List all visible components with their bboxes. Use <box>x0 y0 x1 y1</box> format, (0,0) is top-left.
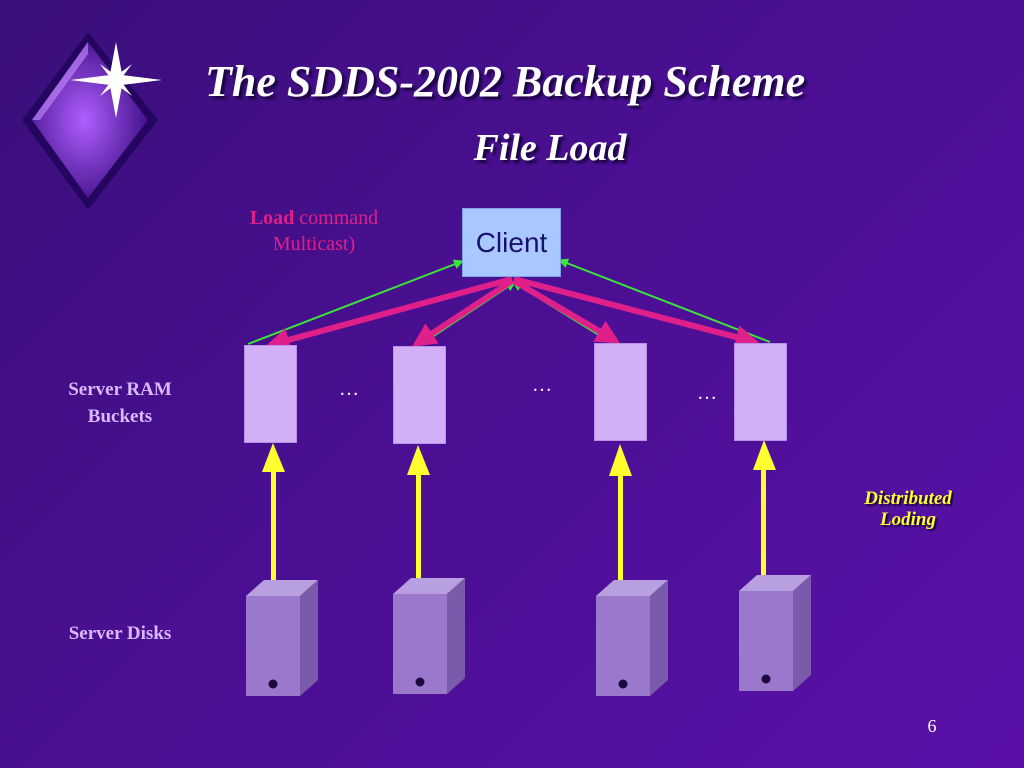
server-ram-buckets-label: Server RAM Buckets <box>40 376 200 430</box>
slide-title: The SDDS-2002 Backup Scheme <box>205 57 806 106</box>
load-keyword: Load <box>249 207 295 229</box>
load-arrow-shaft-2 <box>416 473 421 581</box>
distributed-loading-label: Distributed Loding <box>838 488 978 530</box>
client-label: Client <box>475 226 548 258</box>
ram-label-line2: Buckets <box>87 406 153 427</box>
load-arrow-head-2 <box>407 445 430 475</box>
load-arrow-shaft-3 <box>618 474 623 584</box>
command-arrow-3 <box>512 278 621 344</box>
server-disks-label: Server Disks <box>68 623 172 644</box>
command-arrow-4 <box>513 276 760 349</box>
server-disk-2 <box>393 578 465 694</box>
load-command-annotation: Load command Multicast) <box>200 205 428 257</box>
load-arrow-shaft-1 <box>271 470 276 582</box>
annotation-line2: Multicast) <box>272 233 356 255</box>
client-node: Client <box>462 208 561 277</box>
ram-bucket-2 <box>393 346 446 444</box>
load-arrow-head-3 <box>609 444 632 476</box>
ellipsis-1: … <box>339 378 359 400</box>
slide-subtitle: File Load <box>473 127 627 169</box>
ram-bucket-1 <box>244 345 297 443</box>
server-disk-3 <box>596 580 668 696</box>
ram-bucket-4 <box>734 343 787 441</box>
distributed-line1: Distributed <box>864 488 952 509</box>
page-number: 6 <box>927 716 937 736</box>
ellipsis-3: … <box>697 382 717 404</box>
load-arrow-shaft-4 <box>761 468 766 578</box>
server-disk-1 <box>246 580 318 696</box>
command-arrow-1 <box>265 276 513 352</box>
distributed-line2: Loding <box>880 509 936 530</box>
diamond-star-logo-icon <box>22 32 162 210</box>
command-arrow-2 <box>411 278 514 347</box>
load-arrow-head-4 <box>753 440 776 470</box>
load-arrow-head-1 <box>262 443 285 472</box>
ram-label-line1: Server RAM <box>68 379 172 400</box>
server-disk-4 <box>739 575 811 691</box>
ram-bucket-3 <box>594 343 647 441</box>
ellipsis-2: … <box>532 374 552 396</box>
annotation-line1-rest: command <box>294 207 379 229</box>
